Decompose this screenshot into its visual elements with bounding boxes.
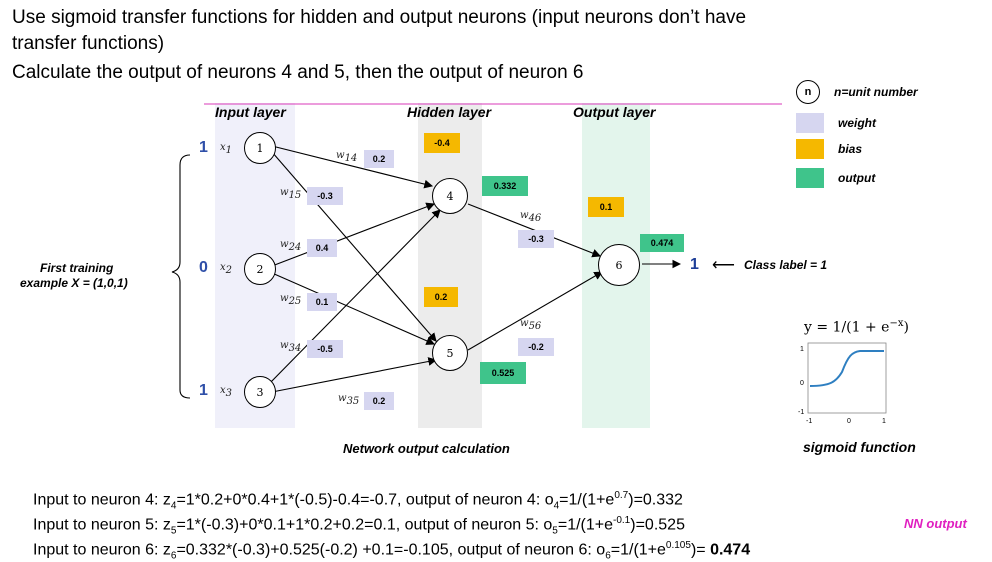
hidden-layer-label: Hidden layer xyxy=(407,104,492,120)
example-brace xyxy=(171,154,191,399)
sigmoid-curve xyxy=(809,350,884,387)
w25-value: 0.1 xyxy=(307,293,337,311)
edge-5-6 xyxy=(467,271,603,351)
w34-value: -0.5 xyxy=(307,340,343,358)
legend-bias-label: bias xyxy=(838,142,863,156)
w25-symbol: w25 xyxy=(280,293,302,307)
calc-line-1: Input to neuron 4: z4=1*0.2+0*0.4+1*(-0.… xyxy=(33,490,683,512)
w56-value: -0.2 xyxy=(518,338,554,356)
edge-1-4 xyxy=(271,145,434,189)
output-6: 0.474 xyxy=(640,234,684,252)
neuron-3: 3 xyxy=(244,376,276,408)
header-line-1: Use sigmoid transfer functions for hidde… xyxy=(12,7,747,28)
sigmoid-xtick-neg1: -1 xyxy=(806,418,813,425)
legend-output-label: output xyxy=(838,171,876,185)
w15-symbol: w15 xyxy=(280,187,302,201)
arrow-left-icon: ⟵ xyxy=(712,257,735,274)
neuron-5: 5 xyxy=(432,335,468,371)
example-label-line-1: First training xyxy=(40,261,114,275)
legend-weight-label: weight xyxy=(838,116,876,130)
diagram-caption: Network output calculation xyxy=(343,441,510,456)
neuron-1: 1 xyxy=(244,132,276,164)
edge-3-4 xyxy=(267,209,441,386)
input-value-2: 0 xyxy=(199,259,208,276)
sigmoid-formula: y = 1/(1 + e−x) xyxy=(804,318,909,336)
edge-1-5 xyxy=(271,151,437,342)
sigmoid-frame xyxy=(807,342,887,414)
header-line-2: transfer functions) xyxy=(12,33,165,54)
sigmoid-xtick-1: 1 xyxy=(882,418,886,425)
legend-output-swatch xyxy=(796,168,824,188)
w35-value: 0.2 xyxy=(364,392,394,410)
bias-6: 0.1 xyxy=(588,197,624,217)
w56-symbol: w56 xyxy=(520,318,542,332)
hidden-layer-band xyxy=(418,103,482,428)
w46-value: -0.3 xyxy=(518,230,554,248)
w14-value: 0.2 xyxy=(364,150,394,168)
example-label-line-2: example X = (1,0,1) xyxy=(20,276,128,290)
sigmoid-xtick-0: 0 xyxy=(847,418,851,425)
calc-line-3: Input to neuron 6: z6=0.332*(-0.3)+0.525… xyxy=(33,540,751,562)
edge-3-5 xyxy=(271,357,438,393)
sigmoid-ytick-0: 0 xyxy=(800,380,804,387)
x2-symbol: x2 xyxy=(220,262,233,276)
w24-value: 0.4 xyxy=(307,239,337,257)
neuron-2: 2 xyxy=(244,253,276,285)
header-line-3: Calculate the output of neurons 4 and 5,… xyxy=(12,62,584,83)
w14-symbol: w14 xyxy=(336,150,358,164)
x1-symbol: x1 xyxy=(220,142,233,156)
w34-symbol: w34 xyxy=(280,340,302,354)
final-output: 1 xyxy=(690,256,699,273)
sigmoid-caption: sigmoid function xyxy=(803,439,916,455)
legend-bias-swatch xyxy=(796,139,824,159)
unit-symbol-circle: n xyxy=(796,80,820,104)
edge-2-5 xyxy=(271,272,436,345)
neuron-6: 6 xyxy=(598,244,640,286)
output-layer-label: Output layer xyxy=(573,104,656,120)
sigmoid-ytick-neg1: -1 xyxy=(798,409,805,416)
legend-unit-label: n=unit number xyxy=(834,85,918,99)
calc-line-2: Input to neuron 5: z5=1*(-0.3)+0*0.1+1*0… xyxy=(33,515,685,537)
bias-4: -0.4 xyxy=(424,133,460,153)
w24-symbol: w24 xyxy=(280,239,302,253)
legend-weight-swatch xyxy=(796,113,824,133)
w35-symbol: w35 xyxy=(338,393,360,407)
nn-output-label: NN output xyxy=(904,516,967,531)
w15-value: -0.3 xyxy=(307,187,343,205)
w46-symbol: w46 xyxy=(520,210,542,224)
output-4: 0.332 xyxy=(482,176,528,196)
bias-5: 0.2 xyxy=(424,287,458,307)
input-value-3: 1 xyxy=(199,382,208,399)
output-5: 0.525 xyxy=(480,362,526,384)
sigmoid-ytick-1: 1 xyxy=(800,346,804,353)
input-value-1: 1 xyxy=(199,139,208,156)
edge-2-4 xyxy=(271,202,436,267)
class-label: Class label = 1 xyxy=(744,258,828,272)
x3-symbol: x3 xyxy=(220,385,233,399)
neuron-4: 4 xyxy=(432,178,468,214)
input-layer-label: Input layer xyxy=(215,104,286,120)
